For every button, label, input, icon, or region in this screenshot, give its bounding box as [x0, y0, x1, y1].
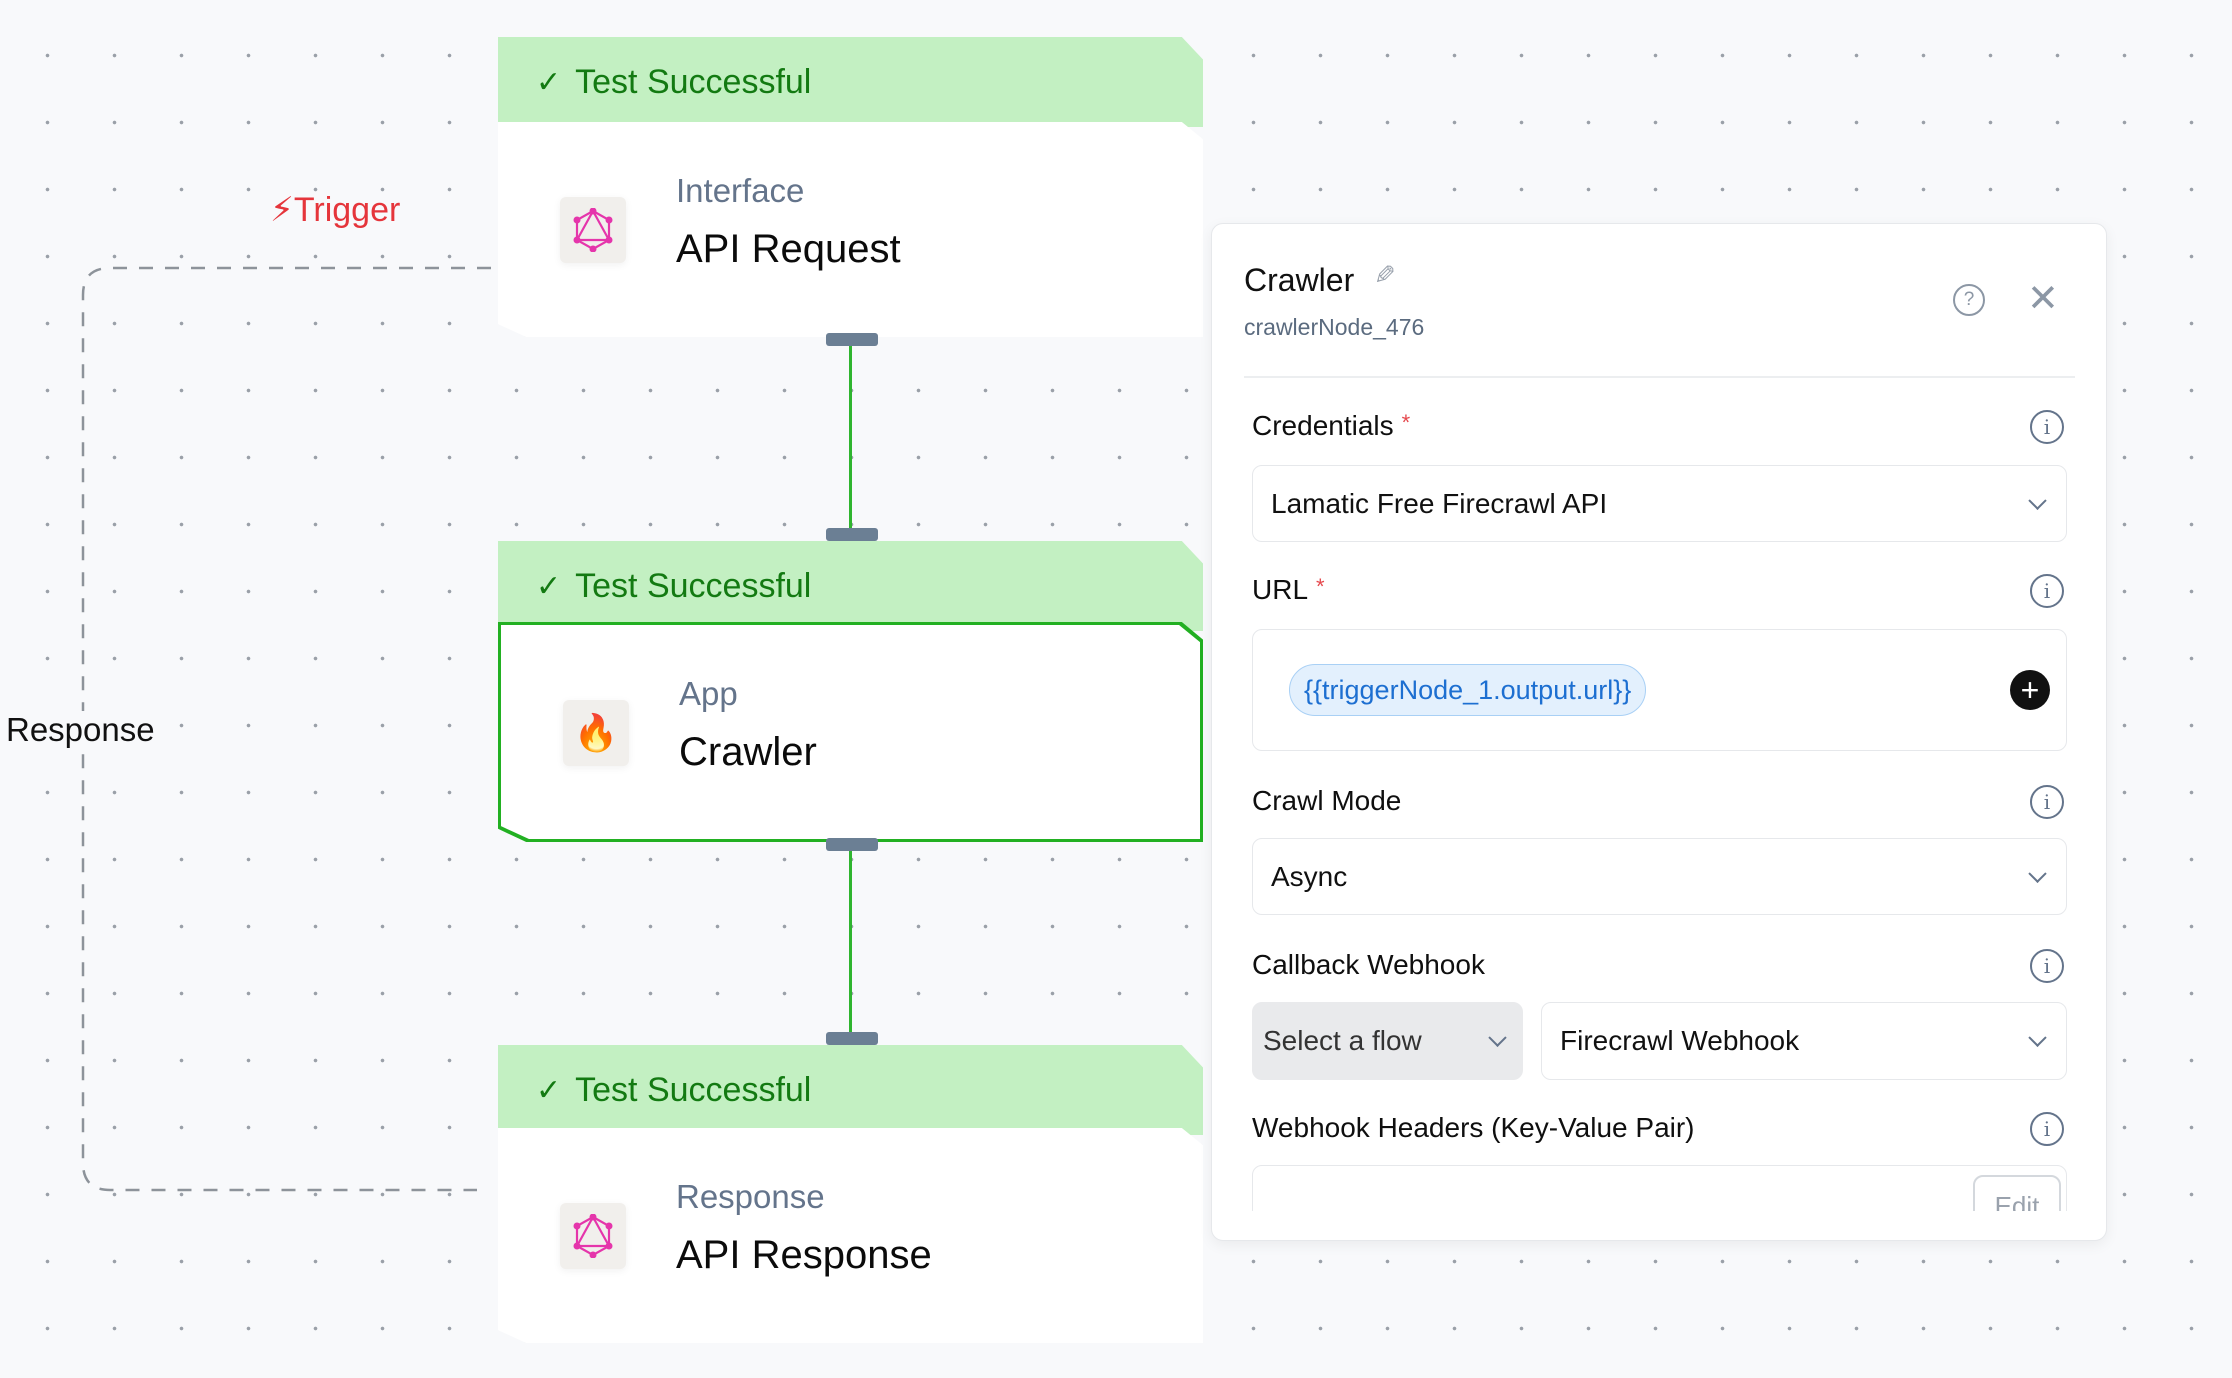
trigger-label: ⚡︎Trigger	[270, 191, 401, 229]
response-edge-label: Response	[6, 711, 155, 749]
divider	[1244, 376, 2075, 378]
check-icon: ✓	[536, 1073, 562, 1107]
bolt-icon: ⚡︎	[270, 191, 294, 229]
flow-select[interactable]: Select a flow	[1252, 1002, 1523, 1080]
add-variable-icon[interactable]: +	[2010, 670, 2050, 710]
variable-chip[interactable]: {{triggerNode_1.output.url}}	[1289, 664, 1647, 716]
url-label: URL*	[1252, 574, 1325, 605]
callback-webhook-label: Callback Webhook	[1252, 949, 1485, 980]
edge-wire	[849, 340, 852, 540]
chevron-down-icon	[1488, 1028, 1507, 1047]
output-handle[interactable]	[826, 838, 878, 851]
info-icon[interactable]: i	[2030, 410, 2064, 444]
edit-button[interactable]: Edit	[1973, 1175, 2061, 1211]
webhook-headers-label: Webhook Headers (Key-Value Pair)	[1252, 1112, 1695, 1143]
graphql-icon	[560, 1203, 626, 1269]
info-icon[interactable]: i	[2030, 574, 2064, 608]
node-config-panel: Crawler ✎ crawlerNode_476 ? ✕ Credential…	[1211, 223, 2107, 1241]
check-icon: ✓	[536, 569, 562, 603]
webhook-headers-box: Edit	[1252, 1165, 2067, 1211]
check-icon: ✓	[536, 65, 562, 99]
input-handle[interactable]	[826, 1032, 878, 1045]
output-handle[interactable]	[826, 333, 878, 346]
graphql-icon	[560, 197, 626, 263]
crawl-mode-label: Crawl Mode	[1252, 785, 1402, 816]
node-title: Crawler	[679, 730, 817, 774]
status-text: Test Successful	[575, 566, 812, 605]
info-icon[interactable]: i	[2030, 949, 2064, 983]
node-id: crawlerNode_476	[1244, 314, 1425, 340]
node-title: API Response	[676, 1233, 932, 1277]
status-text: Test Successful	[575, 1070, 812, 1109]
panel-title: Crawler	[1244, 262, 1355, 298]
fire-icon: 🔥	[563, 700, 629, 766]
node-category: Response	[676, 1178, 825, 1215]
status-banner: ✓ Test Successful	[498, 541, 1203, 631]
help-icon[interactable]: ?	[1953, 284, 1985, 316]
chevron-down-icon	[2028, 1028, 2047, 1047]
input-handle[interactable]	[826, 528, 878, 541]
node-title: API Request	[676, 227, 901, 271]
webhook-select[interactable]: Firecrawl Webhook	[1541, 1002, 2067, 1080]
response-edge	[81, 266, 491, 1192]
credentials-select[interactable]: Lamatic Free Firecrawl API	[1252, 465, 2067, 542]
status-text: Test Successful	[575, 62, 812, 101]
credentials-label: Credentials*	[1252, 410, 1411, 441]
info-icon[interactable]: i	[2030, 1112, 2064, 1146]
node-crawler[interactable]: ✓ Test Successful 🔥 App Crawler	[498, 541, 1203, 842]
info-icon[interactable]: i	[2030, 785, 2064, 819]
url-input[interactable]: {{triggerNode_1.output.url}} +	[1252, 629, 2067, 751]
chevron-down-icon	[2028, 864, 2047, 883]
node-category: Interface	[676, 172, 805, 209]
node-api-request[interactable]: ✓ Test Successful Interface API Request	[498, 37, 1203, 337]
close-icon[interactable]: ✕	[2027, 278, 2059, 320]
chevron-down-icon	[2028, 491, 2047, 510]
crawl-mode-select[interactable]: Async	[1252, 838, 2067, 915]
node-category: App	[679, 675, 738, 712]
node-api-response[interactable]: ✓ Test Successful Response API Response	[498, 1045, 1203, 1343]
status-banner: ✓ Test Successful	[498, 1045, 1203, 1135]
edit-pencil-icon[interactable]: ✎	[1374, 260, 1396, 290]
status-banner: ✓ Test Successful	[498, 37, 1203, 127]
edge-wire	[849, 844, 852, 1044]
